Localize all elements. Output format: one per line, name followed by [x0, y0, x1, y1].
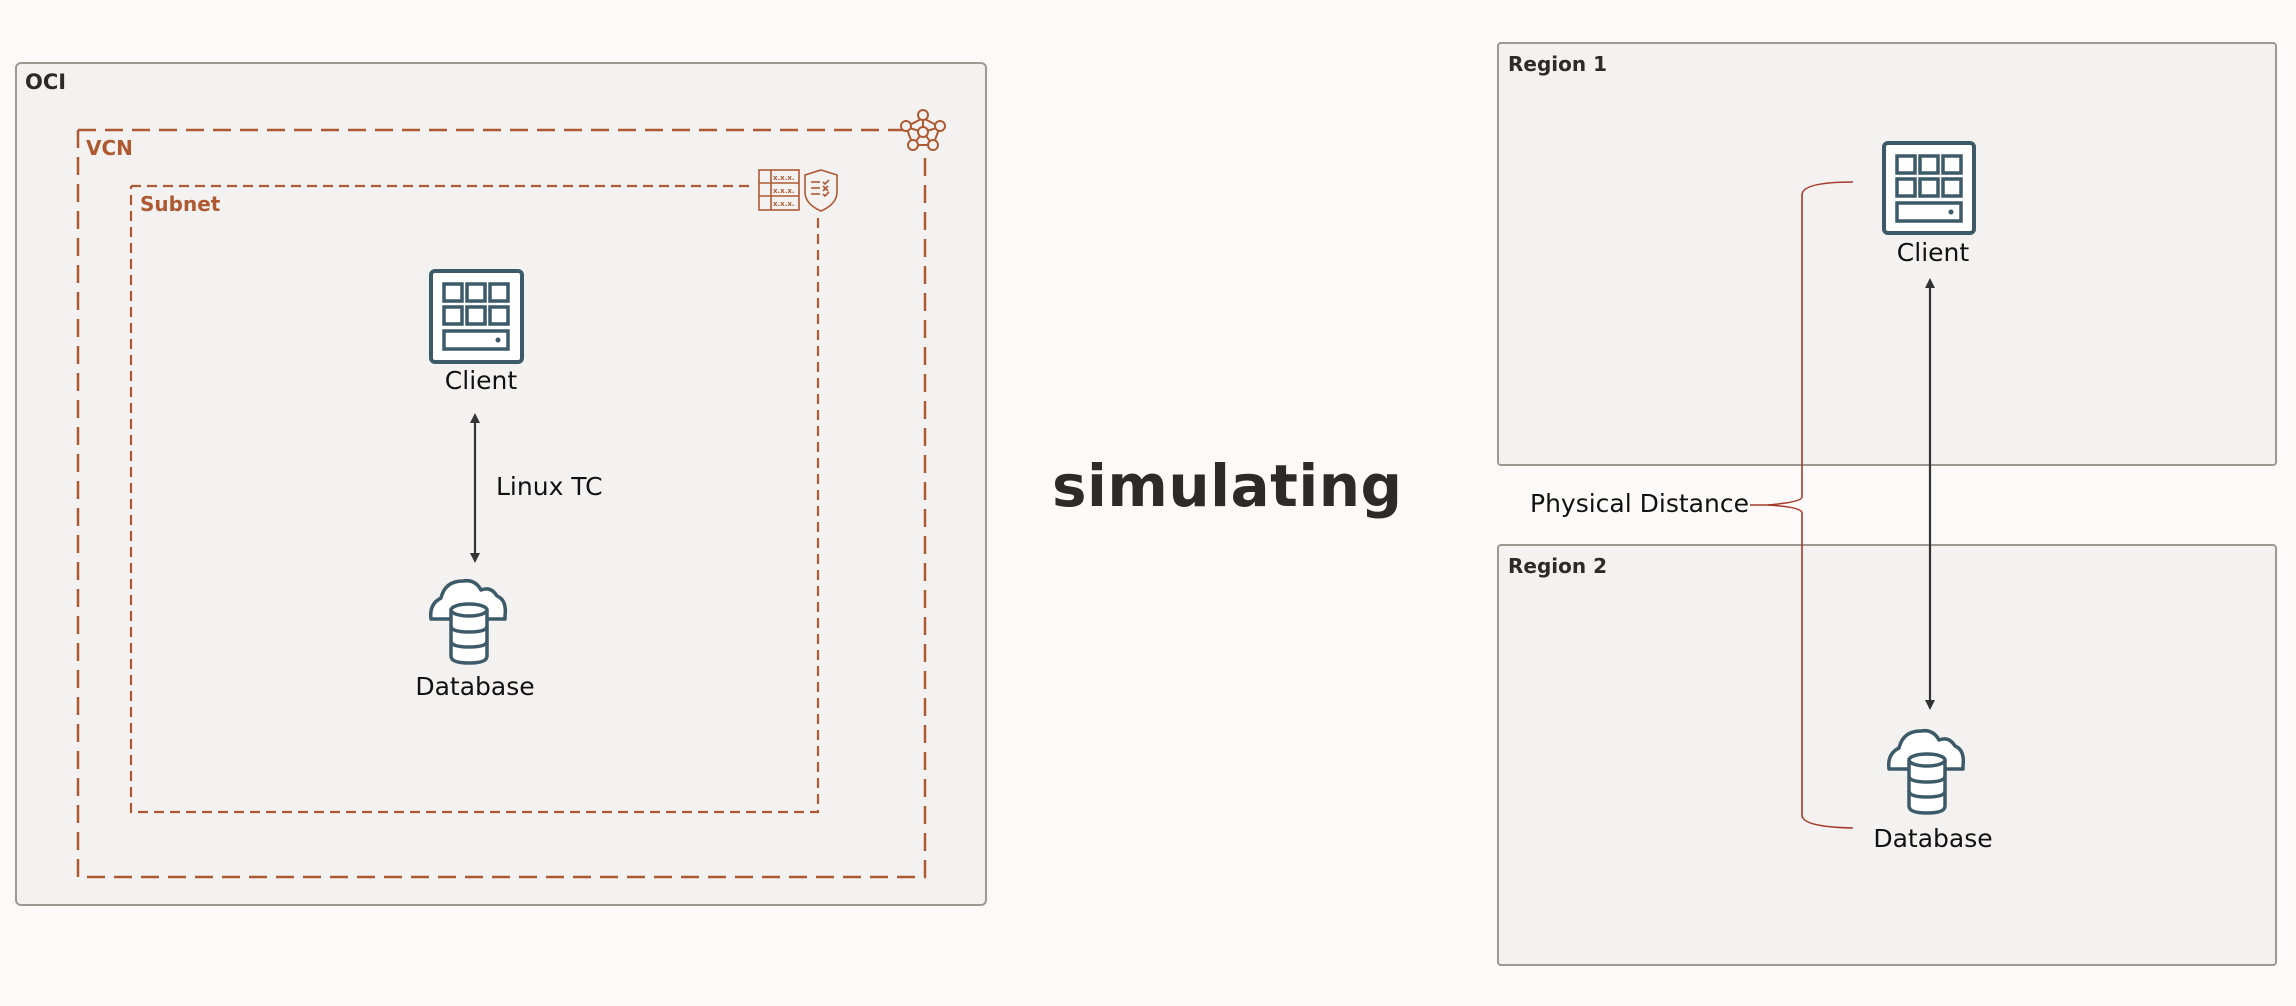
- region2-database-icon: [1886, 728, 1966, 815]
- subnet-label: Subnet: [140, 192, 221, 216]
- physical-distance-brace: [1750, 181, 1854, 829]
- physical-distance-label: Physical Distance: [1530, 489, 1749, 518]
- oci-label: OCI: [25, 70, 67, 94]
- svg-text:x.x.x.: x.x.x.: [773, 174, 795, 182]
- region2-database-label: Database: [1873, 824, 1993, 853]
- svg-text:x.x.x.: x.x.x.: [773, 187, 795, 195]
- region1-client-label: Client: [1896, 238, 1970, 267]
- region1-client-icon: [1882, 141, 1976, 235]
- linux-tc-label: Linux TC: [496, 472, 603, 501]
- svg-text:x.x.x.: x.x.x.: [773, 200, 795, 208]
- vcn-label: VCN: [86, 136, 133, 160]
- vcn-network-icon: [900, 109, 946, 151]
- subnet-boundary: [129, 184, 820, 814]
- client-icon: [429, 269, 524, 364]
- database-icon: [428, 578, 508, 665]
- vcn-boundary: [76, 128, 927, 879]
- security-list-icon: [804, 169, 838, 212]
- region2-label: Region 2: [1508, 554, 1607, 578]
- client-label: Client: [444, 366, 518, 395]
- route-table-icon: x.x.x. x.x.x. x.x.x.: [758, 169, 800, 211]
- simulating-headline: simulating: [1052, 452, 1403, 520]
- region1-label: Region 1: [1508, 52, 1607, 76]
- database-label: Database: [415, 672, 535, 701]
